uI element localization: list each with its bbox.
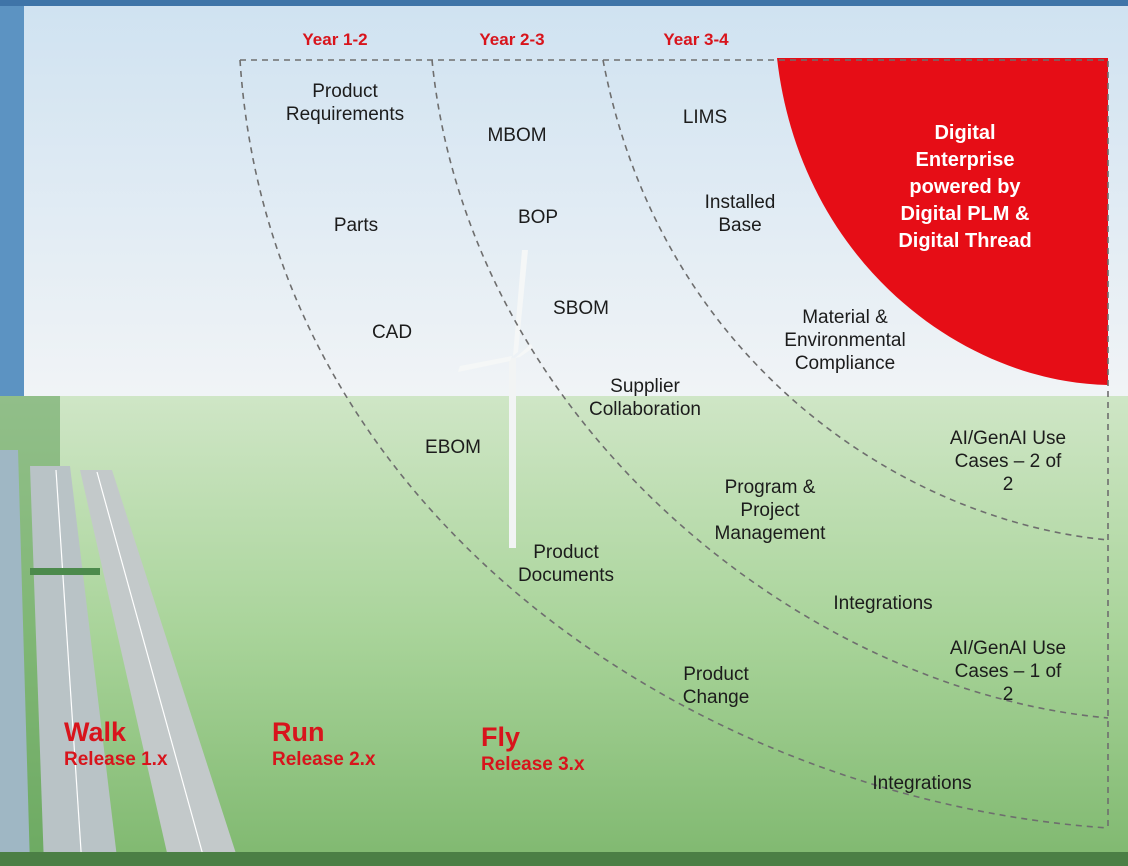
highway xyxy=(0,450,240,866)
phase-boundary-middle xyxy=(431,59,1109,719)
phase-name: Walk xyxy=(64,717,127,747)
item-cad: CAD xyxy=(371,322,413,343)
sky-edge-left xyxy=(0,0,24,400)
year-label-2-3: Year 2-3 xyxy=(479,30,545,49)
item-mbom: MBOM xyxy=(487,125,547,146)
phase-boundary-inner xyxy=(602,59,1109,541)
roadmap-frame xyxy=(240,59,1109,828)
item-parts: Parts xyxy=(333,215,379,236)
item-ebom: EBOM xyxy=(425,437,481,458)
phase-name: Run xyxy=(272,717,325,747)
year-label-1-2: Year 1-2 xyxy=(302,30,368,49)
item-product-change: Product Change xyxy=(682,664,750,708)
item-supplier-collaboration: Supplier Collaboration xyxy=(589,376,701,420)
item-program-project-management: Program & Project Management xyxy=(714,477,826,544)
phase-fly: Fly Release 3.x xyxy=(481,721,585,777)
wind-turbine xyxy=(458,250,533,548)
enterprise-quadrant xyxy=(777,58,1108,385)
phase-run: Run Release 2.x xyxy=(272,716,376,772)
phase-walk: Walk Release 1.x xyxy=(64,716,168,772)
phase-name: Fly xyxy=(481,722,521,752)
item-product-documents: Product Documents xyxy=(517,542,615,586)
item-integrations-mid: Integrations xyxy=(833,593,933,614)
item-sbom: SBOM xyxy=(553,298,609,319)
phase-boundary-outer xyxy=(239,59,1109,829)
phase-release: Release 2.x xyxy=(272,749,376,770)
item-installed-base: Installed Base xyxy=(704,192,776,236)
digital-enterprise-label: Digital Enterprise powered by Digital PL… xyxy=(898,122,1032,252)
item-material-compliance: Material & Environmental Compliance xyxy=(784,307,906,374)
item-ai-use-cases-1: AI/GenAI Use Cases – 1 of 2 xyxy=(949,638,1067,705)
year-label-3-4: Year 3-4 xyxy=(663,30,729,49)
item-product-requirements: Product Requirements xyxy=(285,81,405,125)
item-ai-use-cases-2: AI/GenAI Use Cases – 2 of 2 xyxy=(949,428,1067,495)
item-lims: LIMS xyxy=(682,107,728,128)
phase-release: Release 3.x xyxy=(481,754,585,775)
item-bop: BOP xyxy=(517,207,559,228)
item-integrations-outer: Integrations xyxy=(872,773,972,794)
phase-release: Release 1.x xyxy=(64,749,168,770)
